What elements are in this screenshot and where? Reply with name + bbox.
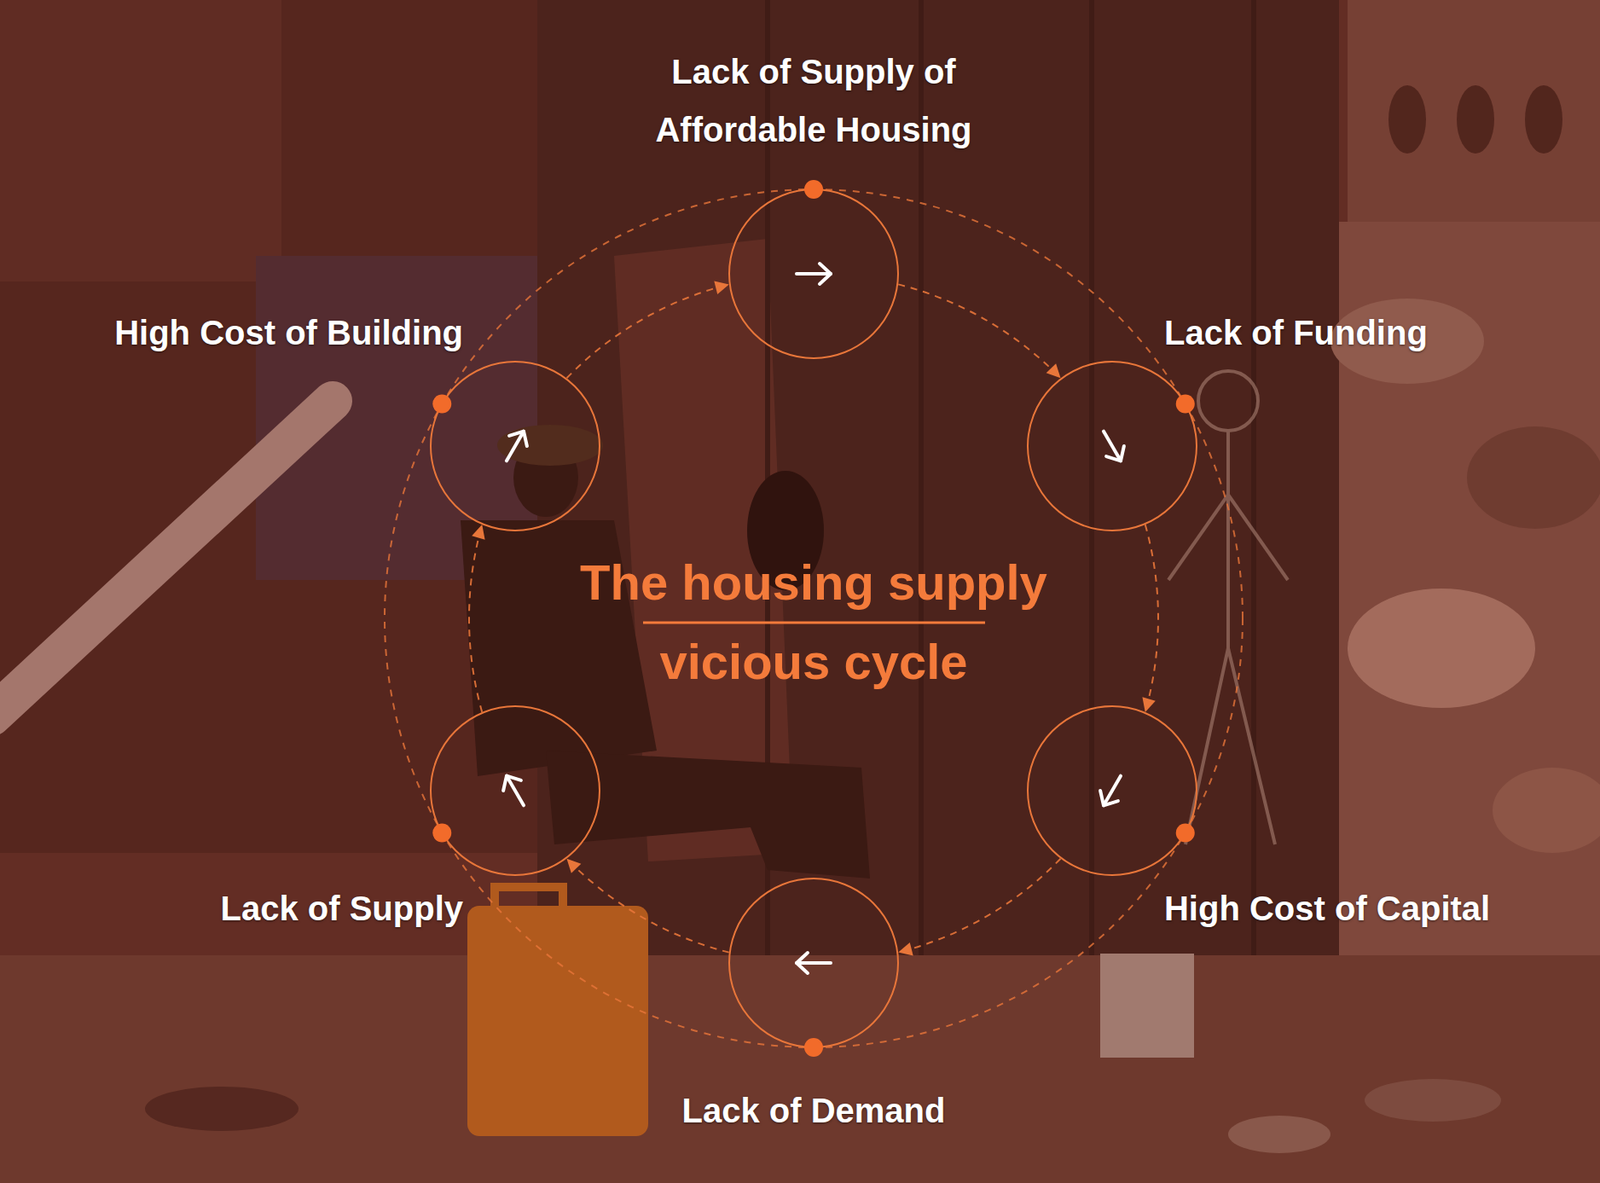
cycle-connector: [469, 524, 486, 713]
node-circle: [430, 361, 600, 531]
node-label-text: Lack of Supply of Affordable Housing: [613, 42, 1015, 159]
cycle-node: Lack of Funding: [1026, 360, 1198, 532]
node-dot: [804, 1037, 824, 1057]
node-label: Lack of Demand: [557, 1081, 1070, 1140]
node-circle-art: [1026, 360, 1198, 532]
direction-arrowhead: [1106, 446, 1125, 461]
cycle-connector: [566, 281, 729, 379]
dashed-arc: [566, 284, 729, 378]
cycle-node: High Cost of Capital: [1026, 705, 1198, 876]
connector-arrowhead: [566, 858, 581, 874]
connector-arrowhead: [471, 524, 485, 540]
node-dot: [432, 823, 452, 843]
node-label-text: High Cost of Building: [114, 303, 464, 362]
cycle-connector: [898, 858, 1061, 957]
node-label: Lack of Funding: [1164, 303, 1428, 362]
dashed-arc: [898, 284, 1061, 378]
cycle-connector: [566, 858, 729, 953]
dashed-arc: [1145, 524, 1159, 713]
dashed-arc: [469, 524, 482, 713]
node-circle-art: [728, 877, 899, 1049]
node-circle-art: [1026, 705, 1198, 876]
node-circle: [1027, 361, 1197, 531]
node-label-text: High Cost of Capital: [1164, 879, 1490, 938]
direction-arrowhead: [796, 952, 808, 974]
node-dot: [1176, 394, 1195, 414]
cycle-connector: [898, 284, 1061, 378]
node-circle: [1027, 706, 1197, 876]
node-circle: [729, 878, 899, 1048]
node-circle-art: [429, 705, 601, 876]
node-circle-art: [728, 188, 899, 360]
node-dot: [1176, 823, 1195, 843]
cycle-node: High Cost of Building: [429, 360, 601, 532]
node-label-text: Lack of Supply: [220, 879, 464, 938]
cycle-node: Lack of Supply: [429, 705, 601, 876]
node-label-text: Lack of Demand: [557, 1081, 1070, 1140]
connector-arrowhead: [713, 281, 729, 296]
cycle-node: Lack of Supply of Affordable Housing: [728, 188, 899, 360]
direction-arrowhead: [503, 776, 522, 791]
direction-arrow: [796, 272, 831, 276]
node-circle: [430, 706, 600, 876]
node-label-text: Lack of Funding: [1164, 303, 1428, 362]
node-dot: [432, 394, 452, 414]
connector-arrowhead: [1142, 696, 1155, 713]
outer-dashed-ring: [384, 189, 1243, 1048]
node-label: Lack of Supply of Affordable Housing: [613, 42, 1015, 159]
direction-arrow: [796, 961, 831, 965]
dashed-arc: [566, 858, 729, 953]
node-dot: [804, 179, 824, 199]
direction-arrowhead: [1100, 790, 1119, 806]
connector-arrowhead: [898, 942, 913, 957]
diagram-title: The housing supply vicious cycle: [523, 542, 1104, 702]
node-label: High Cost of Building: [114, 303, 464, 362]
direction-arrowhead: [819, 263, 831, 285]
cycle-node: Lack of Demand: [728, 877, 899, 1049]
cycle-connector: [1142, 524, 1159, 713]
title-underline: [643, 621, 986, 625]
node-circle-art: [429, 360, 601, 532]
dashed-arc: [898, 858, 1061, 953]
connector-arrowhead: [1046, 363, 1061, 378]
node-circle: [729, 189, 899, 359]
node-label: Lack of Supply: [220, 879, 464, 938]
direction-arrowhead: [509, 431, 528, 447]
node-label: High Cost of Capital: [1164, 879, 1490, 938]
